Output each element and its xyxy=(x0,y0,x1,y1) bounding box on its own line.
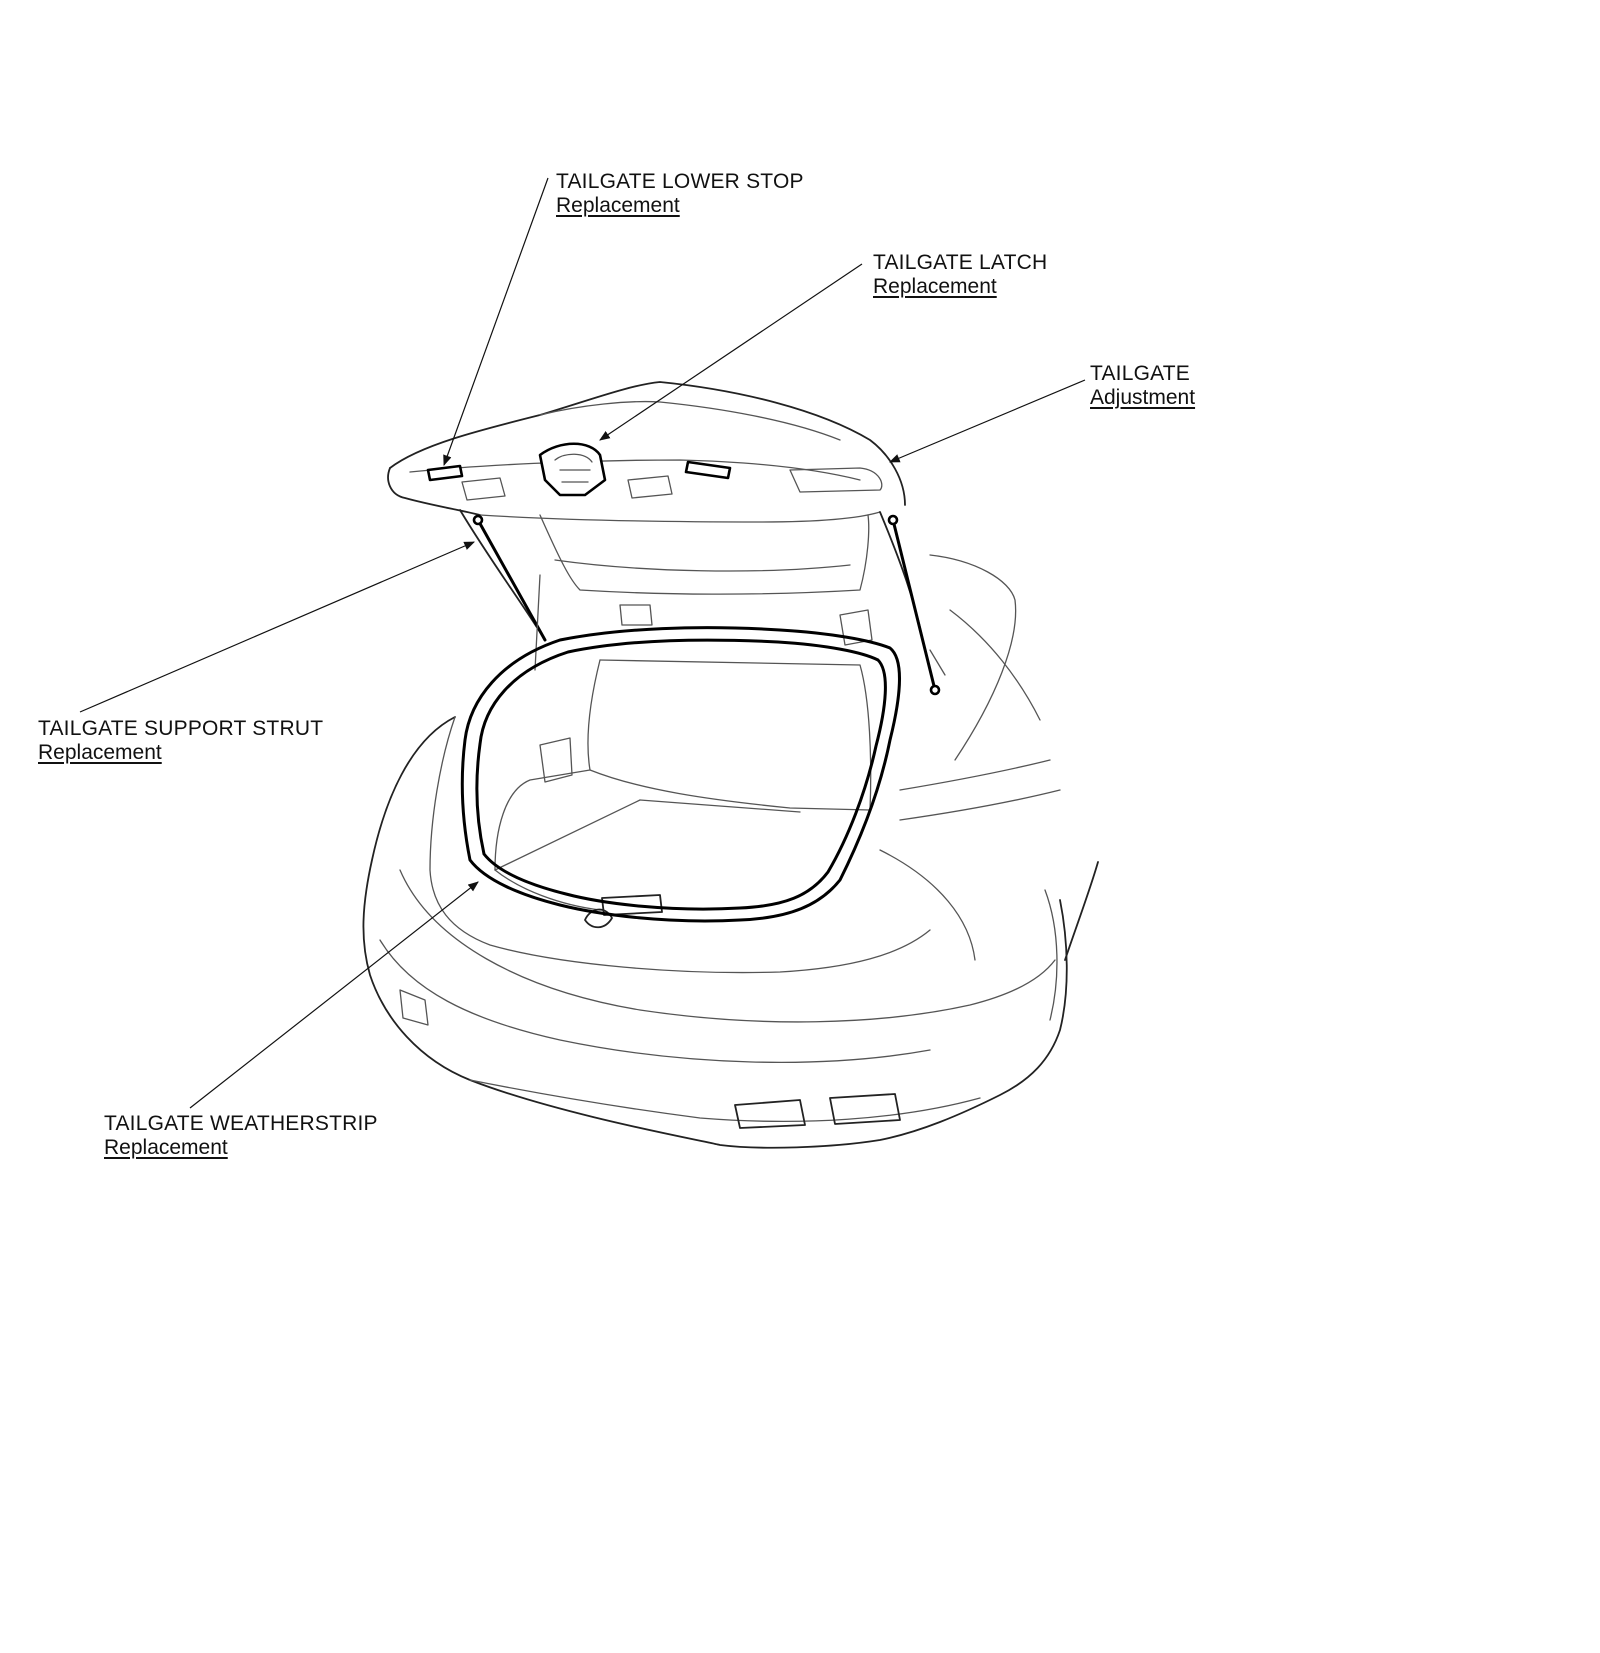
leader-lines xyxy=(79,177,1086,1109)
callout-tailgate-lower-stop: TAILGATE LOWER STOP Replacement xyxy=(556,170,804,218)
striker-brackets xyxy=(584,604,873,929)
callout-title: TAILGATE LATCH xyxy=(873,251,1048,274)
callout-title: TAILGATE xyxy=(1090,362,1191,385)
tailgate-weatherstrip-replacement-link[interactable]: Replacement xyxy=(104,1136,228,1159)
callout-tailgate-latch: TAILGATE LATCH Replacement xyxy=(873,251,1047,299)
callout-tailgate-weatherstrip: TAILGATE WEATHERSTRIP Replacement xyxy=(104,1112,378,1160)
tailgate-support-strut-replacement-link[interactable]: Replacement xyxy=(38,741,162,764)
weatherstrip xyxy=(460,626,901,923)
callout-title: TAILGATE SUPPORT STRUT xyxy=(38,717,324,740)
car-body xyxy=(362,554,1099,1149)
tailgate-lower-stop-replacement-link[interactable]: Replacement xyxy=(556,194,680,217)
tailgate-latch xyxy=(538,442,607,497)
callout-title: TAILGATE WEATHERSTRIP xyxy=(104,1112,378,1135)
tailgate-adjustment-link[interactable]: Adjustment xyxy=(1090,386,1196,409)
callout-title: TAILGATE LOWER STOP xyxy=(556,170,804,193)
tailgate-open xyxy=(387,381,926,651)
cargo-area xyxy=(494,659,872,916)
callout-tailgate: TAILGATE Adjustment xyxy=(1090,362,1195,410)
callout-tailgate-support-strut: TAILGATE SUPPORT STRUT Replacement xyxy=(38,717,323,765)
tailgate-latch-replacement-link[interactable]: Replacement xyxy=(873,275,997,298)
support-struts xyxy=(472,514,946,696)
lower-stops xyxy=(426,460,732,482)
